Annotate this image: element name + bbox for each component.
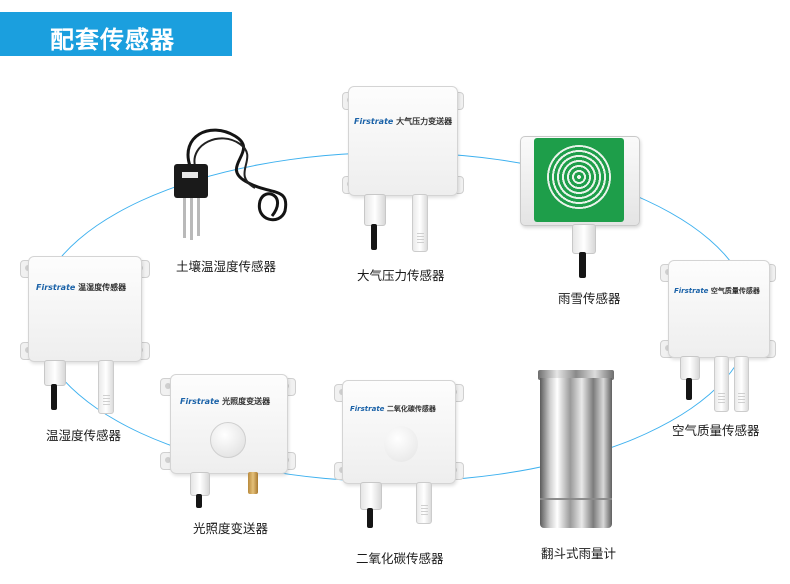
caption-soil: 土壤温湿度传感器 bbox=[176, 259, 277, 274]
sensor-soil bbox=[160, 126, 300, 246]
soil-cable-icon bbox=[186, 128, 288, 222]
light-brand-label: Firstrate 光照度变送器 bbox=[180, 397, 271, 406]
sensor-air: Firstrate 空气质量传感器 bbox=[660, 260, 776, 412]
sensor-temp: Firstrate 温湿度传感器 bbox=[20, 256, 150, 416]
light-dome bbox=[210, 422, 246, 458]
pressure-brand-label: Firstrate 大气压力变送器 bbox=[354, 117, 453, 126]
caption-co2: 二氧化碳传感器 bbox=[356, 551, 444, 566]
sensor-gauge bbox=[536, 370, 618, 530]
section-title: 配套传感器 bbox=[50, 26, 175, 54]
gauge-cylinder bbox=[540, 378, 612, 528]
co2-brand-label: Firstrate 二氧化碳传感器 bbox=[350, 405, 436, 413]
temp-brand-label: Firstrate 温湿度传感器 bbox=[36, 283, 127, 292]
caption-gauge: 翻斗式雨量计 bbox=[541, 546, 617, 561]
caption-air: 空气质量传感器 bbox=[672, 423, 760, 438]
co2-panel bbox=[384, 426, 418, 462]
sensor-pressure: Firstrate 大气压力变送器 bbox=[338, 86, 468, 286]
caption-light: 光照度变送器 bbox=[193, 521, 269, 536]
sensor-co2: Firstrate 二氧化碳传感器 bbox=[334, 380, 464, 536]
section-header: 配套传感器 bbox=[0, 12, 232, 56]
rain-sensing-grid bbox=[547, 145, 611, 209]
air-brand-label: Firstrate 空气质量传感器 bbox=[674, 287, 760, 295]
caption-rain: 雨雪传感器 bbox=[558, 291, 621, 306]
sensor-light: Firstrate 光照度变送器 bbox=[160, 374, 296, 514]
caption-pressure: 大气压力传感器 bbox=[357, 268, 445, 283]
sensor-rain bbox=[520, 136, 640, 286]
caption-temp: 温湿度传感器 bbox=[46, 428, 122, 443]
